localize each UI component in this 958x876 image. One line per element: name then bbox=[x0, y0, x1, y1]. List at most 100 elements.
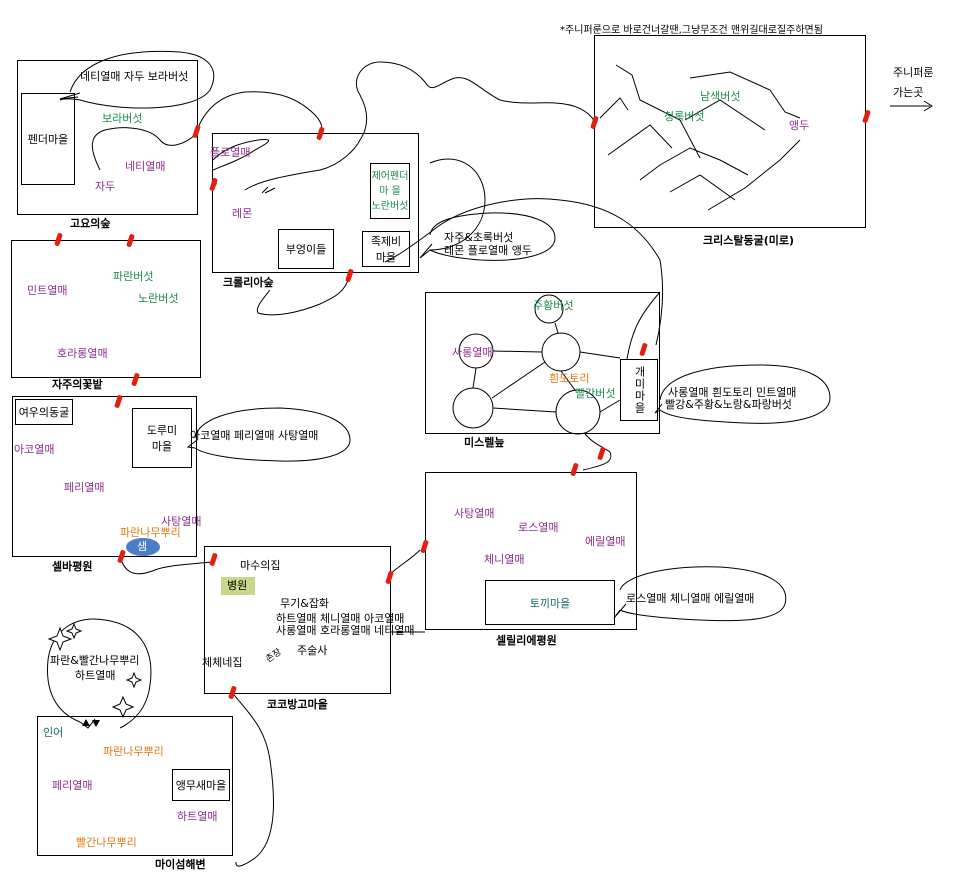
goyo-label-3: 자두 bbox=[95, 180, 116, 193]
krolia-title: 크롤리아숲 bbox=[223, 276, 274, 289]
misrel-ant-box: 개미마을 bbox=[620, 359, 658, 421]
path-krolia-misrel bbox=[384, 198, 663, 346]
selba-title: 셀바평원 bbox=[52, 560, 93, 573]
krolia-bubble-line1: 자주&초록버섯 bbox=[444, 231, 514, 244]
misrel-bubble-outline bbox=[659, 364, 831, 424]
swamp-exit bbox=[582, 291, 661, 471]
seleri-label-3: 에릴열매 bbox=[585, 535, 626, 548]
exit-label-line2: 가는곳 bbox=[893, 86, 924, 99]
swamp-node-5 bbox=[534, 294, 564, 324]
region-maisum bbox=[37, 716, 233, 856]
region-cocobang bbox=[204, 546, 391, 694]
goyo-bubble-outline bbox=[59, 50, 215, 109]
crystal-label-3: 앵두 bbox=[789, 119, 810, 132]
sparkle-icon bbox=[111, 695, 135, 719]
krolia-label-1: 플로열매 bbox=[210, 146, 251, 159]
selba-label-1: 아코열매 bbox=[14, 443, 55, 456]
seleri-label-4: 체니열매 bbox=[484, 553, 525, 566]
jaju-label-3: 민트열매 bbox=[27, 284, 68, 297]
coco-title: 코코방고마을 bbox=[267, 698, 328, 711]
misrel-label-2: 사롱열매 bbox=[452, 346, 493, 359]
maisum-title: 마이섬해변 bbox=[155, 858, 206, 871]
crystal-title: 크리스탈동굴(미로) bbox=[703, 234, 795, 247]
krolia-trail-2 bbox=[244, 61, 596, 191]
selba-fox-box: 여우의동굴 bbox=[15, 399, 73, 425]
selba-bubble-text: 아코열매 페리열매 사탕열매 bbox=[190, 429, 319, 442]
selba-bubble-outline bbox=[194, 407, 351, 462]
krolia-bubble-tail bbox=[419, 243, 433, 259]
region-jaju bbox=[11, 240, 201, 378]
goyo-bubble-tail bbox=[59, 92, 81, 100]
jaju-title: 자주의꽃밭 bbox=[52, 378, 103, 391]
sparkle-icon bbox=[125, 671, 143, 689]
selba-label-3: 사탕열매 bbox=[161, 515, 202, 528]
coco-label-2: 병원 bbox=[227, 579, 248, 592]
krolia-owl-box: 부엉이들 bbox=[278, 229, 334, 269]
triangle-up-icon bbox=[82, 719, 90, 726]
coco-label-7: 주술사 bbox=[297, 644, 328, 657]
krolia-label-2: 레몬 bbox=[232, 207, 253, 220]
maisum-bubble-line1: 파란&빨간나무뿌리 bbox=[50, 654, 140, 667]
krolia-trail-1 bbox=[212, 139, 269, 171]
coco-label-5: 사롱열매 호라롱열매 네티열매 bbox=[276, 624, 415, 637]
selba-bubble-tail bbox=[186, 439, 198, 449]
misrel-bubble-line2: 빨강&주황&노랑&파랑버섯 bbox=[665, 398, 792, 411]
goyo-label-1: 보라버섯 bbox=[102, 112, 143, 125]
goyo-title: 고요의숲 bbox=[70, 217, 111, 230]
seleri-bubble-outline bbox=[619, 566, 787, 622]
region-krolia bbox=[212, 133, 419, 273]
seleri-rabbit-box: 토끼마을 bbox=[485, 580, 615, 625]
path-coco-maisum bbox=[231, 691, 275, 867]
goyo-village-box: 펜더마을 bbox=[21, 93, 75, 185]
sparkle-icon bbox=[47, 626, 73, 652]
region-crystal bbox=[594, 35, 866, 228]
swamp-links bbox=[472, 322, 621, 413]
crystal-label-2: 청록버섯 bbox=[664, 110, 705, 123]
path-goyo-inner bbox=[91, 127, 198, 171]
maisum-bubble-outline bbox=[46, 618, 152, 729]
sparkle-icons bbox=[47, 622, 143, 719]
misrel-label-4: 빨간버섯 bbox=[575, 387, 616, 400]
krolia-bubble-line2: 레몬 플로열매 앵두 bbox=[444, 244, 532, 257]
coco-label-3: 무기&잡화 bbox=[280, 597, 330, 610]
misrel-label-1: 주황버섯 bbox=[533, 299, 574, 312]
seleri-title: 셀릴리에평원 bbox=[496, 634, 557, 647]
jaju-label-4: 호라롱열매 bbox=[57, 347, 108, 360]
maisum-label-1: 인어 bbox=[43, 726, 64, 739]
selba-label-2: 페리열매 bbox=[64, 481, 105, 494]
krolia-panda-box: 제어펜더 마 을 노란버섯 bbox=[370, 163, 410, 219]
coco-label-1: 마수의집 bbox=[240, 559, 281, 572]
maisum-label-3: 페리열매 bbox=[52, 779, 93, 792]
region-selba bbox=[12, 396, 197, 557]
header-note: *주니퍼룬으로 바로건너갈땐,그냥무조건 맨위길대로질주하면됨 bbox=[560, 25, 823, 36]
krolia-bubble-outline bbox=[429, 212, 556, 261]
misrel-title: 미스렐늪 bbox=[464, 436, 505, 449]
jaju-label-1: 파란버섯 bbox=[113, 270, 154, 283]
maisum-label-4: 하트열매 bbox=[177, 810, 218, 823]
seleri-label-1: 사탕열매 bbox=[454, 507, 495, 520]
cave-maze bbox=[599, 64, 801, 211]
triangle-down-icon bbox=[92, 720, 100, 727]
region-goyo bbox=[17, 60, 198, 215]
seleri-label-2: 로스열매 bbox=[518, 521, 559, 534]
misrel-label-3: 흰도토리 bbox=[549, 372, 590, 385]
misrel-bubble-line1: 사롱열매 흰도토리 민트열매 bbox=[668, 386, 797, 399]
maisum-bubble-tail bbox=[79, 718, 96, 729]
maisum-label-2: 파란나무뿌리 bbox=[103, 745, 164, 758]
exit-arrow bbox=[890, 100, 933, 112]
krolia-trail-3 bbox=[261, 186, 276, 194]
maisum-bubble-line2: 하트열매 bbox=[75, 669, 116, 682]
path-selba-coco bbox=[121, 561, 213, 575]
exit-label-line1: 주니퍼룬 bbox=[893, 66, 934, 79]
spring-pond bbox=[126, 538, 160, 556]
goyo-label-2: 네티열매 bbox=[125, 160, 166, 173]
selba-dorumi-box: 도루미 마을 bbox=[132, 408, 192, 468]
path-goyo-krolia bbox=[196, 91, 323, 134]
coco-label-6: 체체네집 bbox=[202, 656, 243, 669]
maisum-label-5: 빨간나무뿌리 bbox=[76, 836, 137, 849]
krolia-weasel-box: 족제비 마을 bbox=[362, 231, 410, 267]
selba-label-4: 파란나무뿌리 bbox=[120, 526, 181, 539]
maisum-parrot-box: 앵무새마을 bbox=[172, 769, 230, 801]
jaju-label-2: 노란버섯 bbox=[138, 292, 179, 305]
